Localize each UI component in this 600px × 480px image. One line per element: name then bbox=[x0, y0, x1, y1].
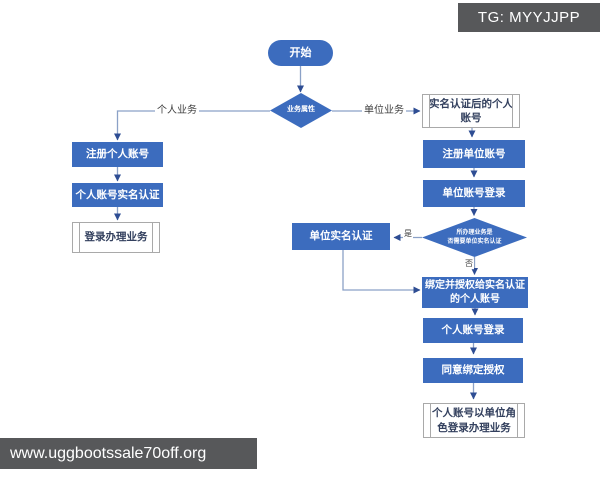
node-personal-realname-auth: 个人账号实名认证 bbox=[72, 183, 163, 207]
node-agree-bind-label: 同意绑定授权 bbox=[441, 364, 505, 377]
connector-unitauth-to-bind bbox=[342, 250, 421, 294]
node-register-unit-account: 注册单位账号 bbox=[423, 140, 525, 168]
node-unit-role-login-business: 个人账号以单位角 色登录办理业务 bbox=[423, 403, 525, 438]
node-start-label: 开始 bbox=[289, 46, 312, 59]
node-agree-bind-authorize: 同意绑定授权 bbox=[423, 358, 523, 383]
node-bind-authorize: 绑定并授权给实名认证 的个人账号 bbox=[422, 277, 528, 308]
telegram-watermark-badge: TG: MYYJJPP bbox=[458, 3, 600, 32]
url-watermark-bar: www.uggbootssale70off.org bbox=[0, 438, 257, 469]
connector-biztype-to-regpersonal bbox=[114, 110, 270, 141]
node-start: 开始 bbox=[268, 40, 333, 66]
node-authed-personal-label: 实名认证后的个人 账号 bbox=[429, 97, 513, 124]
node-authed-personal-account: 实名认证后的个人 账号 bbox=[422, 94, 520, 128]
edge-label-no: 否 bbox=[464, 259, 474, 269]
node-business-type-label: 业务属性 bbox=[287, 106, 315, 114]
edge-label-personal-business: 个人业务 bbox=[155, 105, 199, 117]
node-register-unit-label: 注册单位账号 bbox=[442, 147, 506, 160]
node-need-unit-auth-label: 所办理业务是 否需要单位实名认证 bbox=[447, 229, 502, 245]
node-bind-authorize-label: 绑定并授权给实名认证 的个人账号 bbox=[425, 280, 525, 305]
node-register-personal-label: 注册个人账号 bbox=[86, 148, 149, 161]
node-personal-account-login: 个人账号登录 bbox=[423, 318, 523, 343]
edge-label-yes: 是 bbox=[403, 229, 413, 239]
url-watermark-text: www.uggbootssale70off.org bbox=[10, 444, 207, 462]
node-login-handle-business: 登录办理业务 bbox=[72, 222, 160, 253]
node-unit-role-login-label: 个人账号以单位角 色登录办理业务 bbox=[432, 407, 516, 434]
node-unit-realname-auth: 单位实名认证 bbox=[292, 223, 390, 250]
node-unit-account-login: 单位账号登录 bbox=[423, 180, 525, 207]
node-personal-realname-label: 个人账号实名认证 bbox=[75, 188, 160, 201]
node-unit-login-label: 单位账号登录 bbox=[442, 187, 506, 200]
node-login-handle-label: 登录办理业务 bbox=[84, 231, 148, 244]
edge-label-unit-business: 单位业务 bbox=[362, 105, 406, 117]
node-personal-login-label: 个人账号登录 bbox=[441, 324, 505, 337]
node-unit-realname-label: 单位实名认证 bbox=[309, 230, 373, 243]
telegram-watermark-text: TG: MYYJJPP bbox=[477, 9, 581, 26]
node-register-personal-account: 注册个人账号 bbox=[72, 142, 163, 167]
